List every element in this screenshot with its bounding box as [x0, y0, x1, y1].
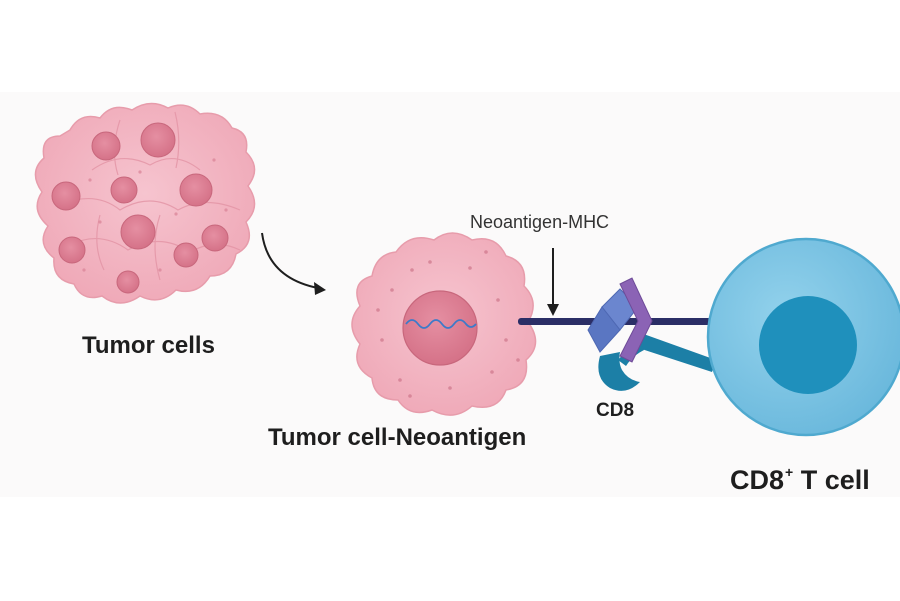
cd8-t-cell-label-suffix: T cell	[793, 465, 870, 495]
neoantigen-dna-strand	[405, 319, 477, 329]
tumor-cluster-nuclei	[51, 122, 229, 294]
neoantigen-mhc-label: Neoantigen-MHC	[470, 212, 610, 232]
tumor-cluster-granules	[82, 158, 228, 272]
cd8-t-cell	[706, 237, 900, 437]
tumor-cell-neoantigen	[351, 232, 537, 416]
tumor-cluster-body	[34, 102, 256, 304]
curved-arrow-icon	[261, 232, 326, 295]
cd8-t-cell-label: CD8+ T cell	[730, 464, 870, 496]
tumor-cell-neoantigen-label: Tumor cell-Neoantigen	[268, 424, 527, 451]
down-arrow-icon	[547, 248, 559, 316]
cd8-t-cell-label-prefix: CD8	[730, 465, 785, 495]
tumor-cells-cluster	[34, 102, 256, 304]
tumor-cells-label: Tumor cells	[82, 332, 215, 359]
cd8-label: CD8	[596, 400, 635, 421]
tumor-cell-granules	[376, 250, 520, 398]
t-cell-nucleus	[759, 296, 857, 394]
cd8-coreceptor	[598, 332, 716, 391]
tcr-molecule	[619, 277, 653, 363]
tumor-cell-nucleus	[402, 290, 478, 366]
cd8-t-cell-label-sup: +	[785, 464, 794, 480]
